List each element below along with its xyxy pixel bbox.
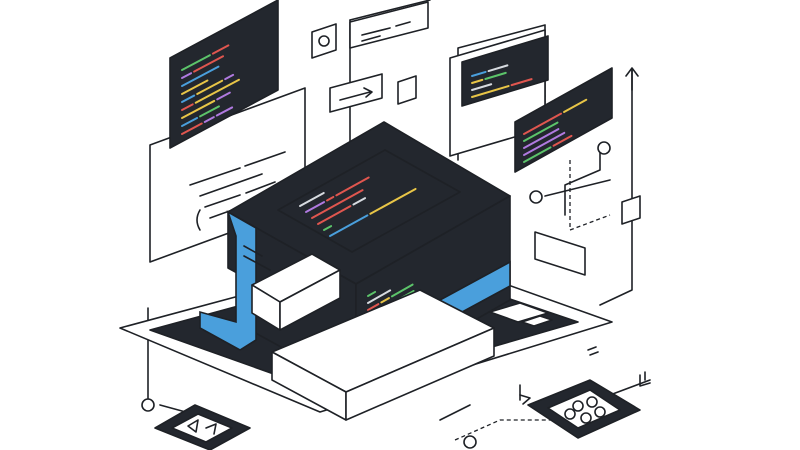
server-block-icon [199, 121, 511, 421]
code-line [181, 99, 216, 119]
code-line [510, 78, 533, 87]
code-line [199, 105, 220, 118]
code-lines-top-right [471, 64, 533, 98]
code-line [181, 54, 211, 71]
code-line [523, 146, 552, 163]
arrow-up-icon [625, 67, 639, 91]
code-line [471, 70, 487, 77]
code-line [181, 65, 220, 87]
code-line [487, 64, 509, 73]
code-line [471, 78, 484, 84]
code-line [196, 79, 224, 95]
code-window-icon [514, 67, 613, 173]
code-line [216, 91, 231, 101]
code-line [523, 128, 560, 149]
code-line [181, 122, 203, 135]
code-line [523, 112, 563, 135]
code-line [323, 225, 333, 231]
code-line [329, 214, 369, 237]
code-lines-top-left [181, 44, 240, 135]
code-line [224, 73, 235, 81]
code-lines-right [523, 98, 588, 163]
code-line [552, 134, 573, 147]
code-line [523, 131, 566, 156]
code-line [211, 44, 230, 55]
code-line [181, 117, 199, 127]
code-line [181, 79, 209, 95]
code-line [367, 303, 380, 311]
code-line [193, 55, 225, 73]
code-line [194, 78, 240, 104]
code-line [369, 187, 417, 215]
network-hub-icon [527, 379, 641, 439]
code-line [380, 297, 390, 304]
code-line [305, 201, 326, 213]
code-line [317, 205, 352, 225]
code-line [367, 289, 392, 304]
code-line [215, 106, 234, 117]
code-line [335, 176, 370, 197]
code-window-icon [169, 0, 279, 149]
code-line [563, 98, 588, 113]
code-line [299, 191, 325, 207]
media-controls-icon [154, 404, 251, 450]
code-line [484, 71, 507, 80]
code-line [523, 121, 559, 142]
code-lines-top-face [299, 176, 417, 237]
code-line [367, 290, 377, 297]
code-line [203, 116, 215, 123]
code-line [311, 189, 364, 219]
code-line [390, 283, 414, 298]
code-line [181, 94, 196, 103]
code-line [181, 72, 193, 79]
code-line [471, 85, 510, 98]
code-line [181, 103, 194, 111]
code-line [326, 195, 335, 202]
code-line [471, 83, 493, 91]
code-line [352, 197, 367, 206]
